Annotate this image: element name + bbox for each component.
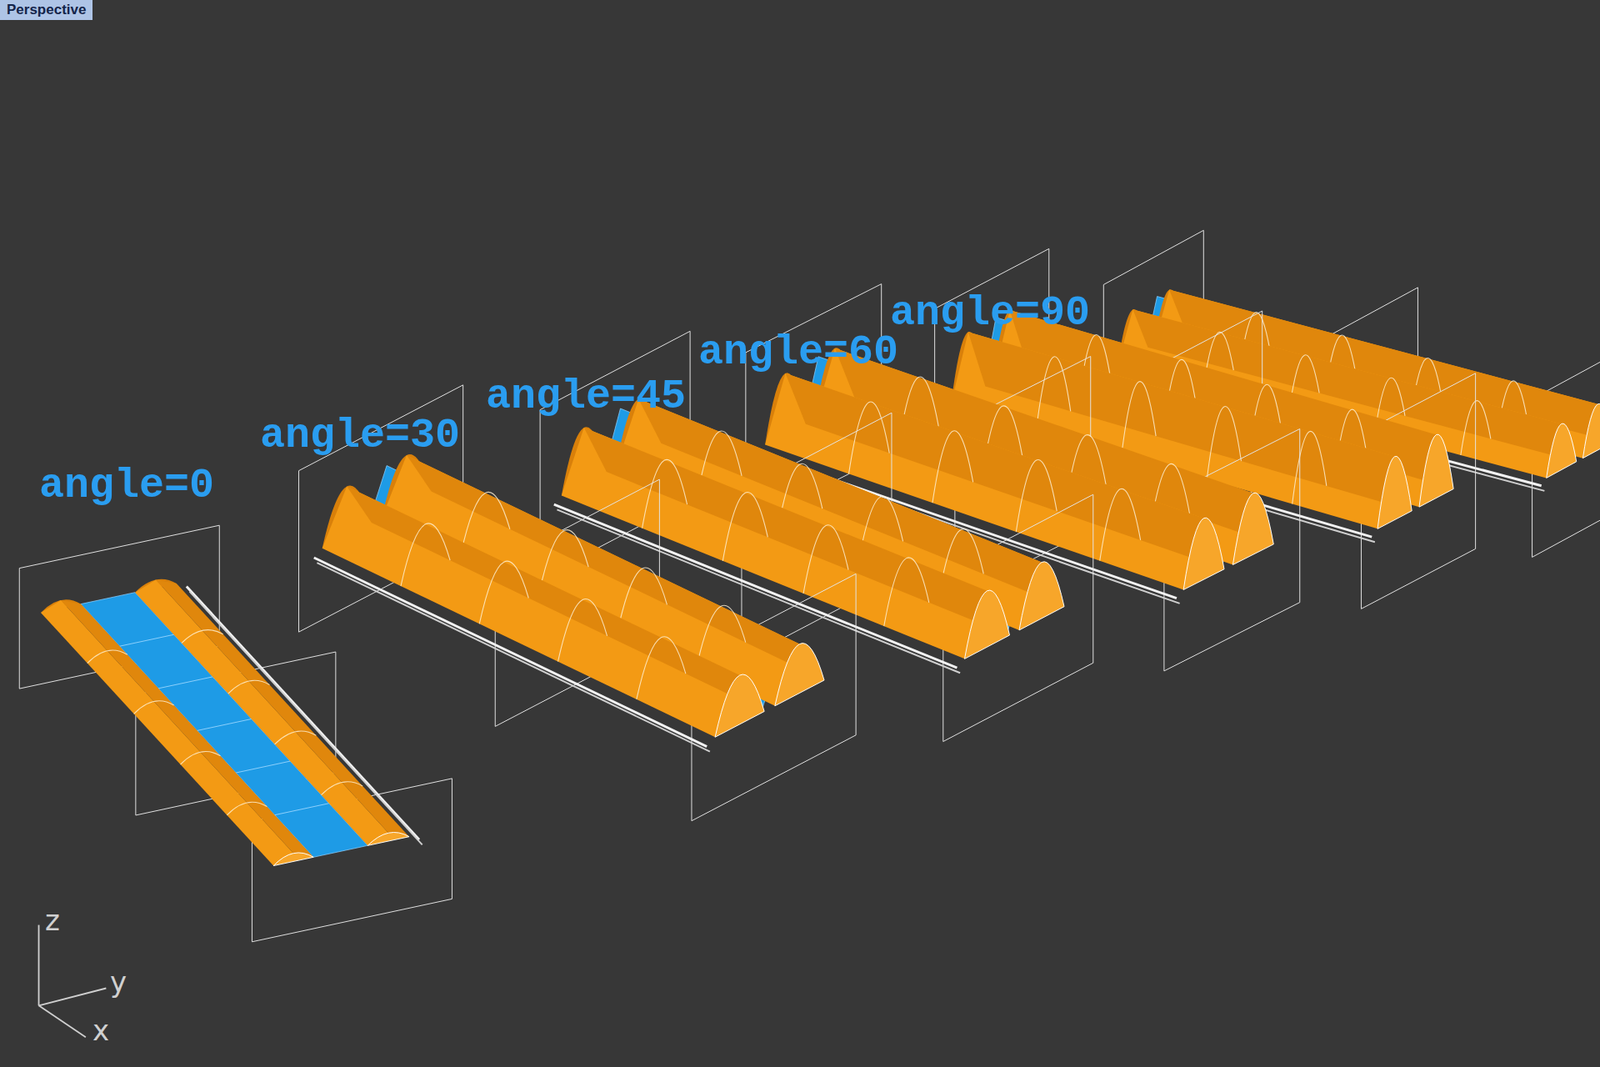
- blade-grid: [197, 718, 252, 730]
- angle-label: angle=0: [39, 461, 215, 510]
- blade-grid: [158, 676, 213, 689]
- orange-cap: [367, 832, 410, 846]
- support-rail: [190, 591, 423, 845]
- blade-grid: [275, 803, 330, 815]
- louver-rib: [642, 459, 688, 528]
- orange-cap: [1546, 423, 1577, 478]
- louver-rib: [803, 525, 849, 594]
- louver-rib: [1100, 488, 1141, 560]
- louver-rib: [320, 781, 363, 795]
- angle-label: angle=30: [260, 411, 460, 460]
- angle-label: angle=60: [698, 328, 899, 377]
- axis-label: y: [110, 965, 127, 999]
- louver-rib: [87, 650, 128, 664]
- louver-rib: [932, 430, 974, 503]
- orange-cap: [273, 852, 314, 866]
- louver-rib: [1206, 406, 1241, 480]
- blue-blade: [80, 592, 368, 858]
- axis-label: z: [45, 903, 60, 937]
- axis-x: [39, 1005, 86, 1037]
- axis-z: [38, 925, 40, 1006]
- louver-rib: [180, 750, 220, 765]
- orange-cap: [1377, 455, 1412, 529]
- orange-cap: [965, 590, 1010, 659]
- louver-rib: [1015, 460, 1057, 532]
- louver-rib: [558, 598, 608, 661]
- blade-grid: [120, 634, 175, 646]
- louver-rib: [228, 680, 270, 694]
- louver-rib: [226, 801, 267, 815]
- orange-louver: [155, 580, 410, 837]
- louver-rib: [884, 557, 930, 626]
- orange-cap: [1183, 517, 1225, 590]
- angle-label: angle=90: [890, 289, 1090, 338]
- louver-rib: [1121, 381, 1156, 455]
- orange-cap: [1582, 403, 1600, 458]
- axis-y: [39, 988, 107, 1006]
- support-rail: [316, 562, 710, 752]
- orange-cap: [1232, 492, 1274, 565]
- axis-label: x: [92, 1013, 110, 1047]
- louver-rib: [1036, 356, 1071, 430]
- viewport-tab: Perspective: [0, 0, 93, 20]
- louver-rib: [479, 560, 529, 624]
- louver-rib: [636, 636, 686, 700]
- orange-louver: [40, 600, 294, 866]
- orange-cap: [1419, 434, 1454, 507]
- louver-rib: [275, 730, 317, 745]
- louver-rib: [181, 630, 224, 644]
- louver-rib: [400, 523, 450, 586]
- orange-cap: [715, 674, 765, 737]
- louver-rib: [134, 700, 175, 715]
- louver-rib: [1292, 430, 1327, 504]
- orange-cap: [1019, 561, 1065, 630]
- louver-sets: [19, 230, 1600, 941]
- orange-cap: [775, 643, 825, 706]
- support-rail: [314, 557, 707, 747]
- angle-label: angle=45: [485, 372, 686, 421]
- orange-louver: [60, 600, 314, 857]
- louver-rib: [849, 401, 890, 474]
- louver-rib: [722, 492, 768, 561]
- blade-grid: [235, 760, 290, 773]
- support-rail: [186, 586, 420, 840]
